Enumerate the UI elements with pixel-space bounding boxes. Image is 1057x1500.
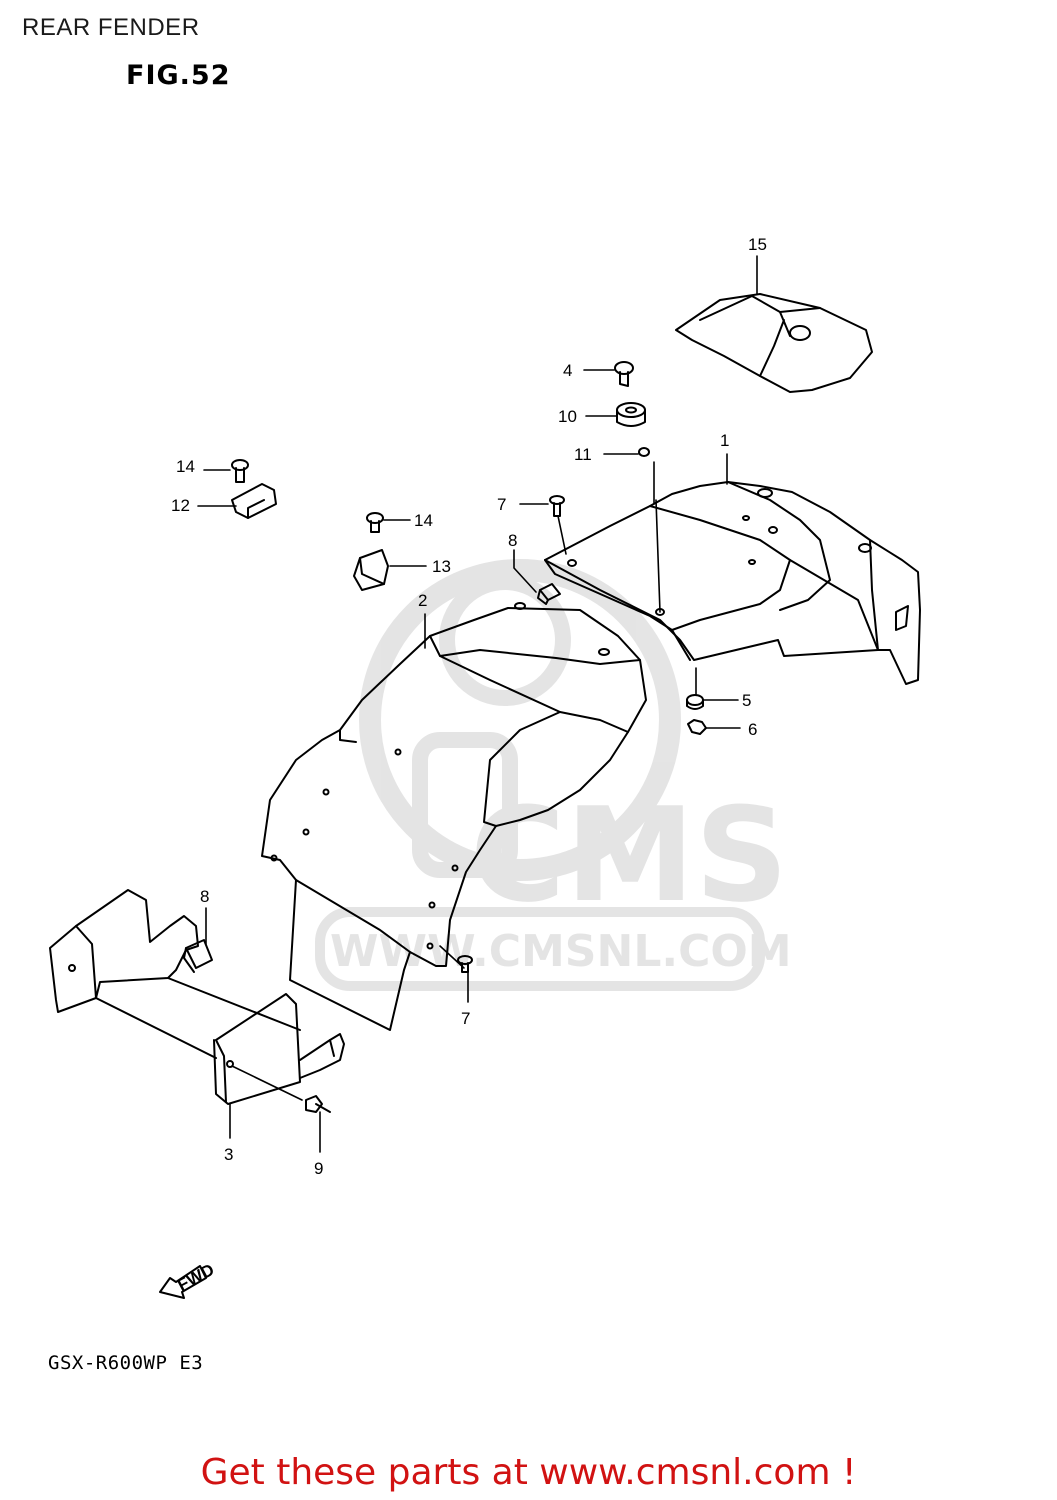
- callout-part-8-lower: 8: [200, 887, 209, 906]
- inner-fender-part-2: [261, 602, 647, 1031]
- watermark-url: WWW.CMSNL.COM: [330, 926, 792, 977]
- forward-arrow-label: FWD: [174, 1260, 217, 1295]
- callout-part-1: 1: [720, 431, 729, 450]
- nut-part-6: [687, 719, 707, 735]
- callout-part-12: 12: [171, 496, 190, 515]
- seat-cover-part-15: [675, 293, 873, 393]
- cushion-part-10: [616, 402, 646, 427]
- screw-part-14-left: [231, 459, 249, 483]
- watermark-brand: CMS: [470, 779, 788, 931]
- figure-label: FIG.52: [126, 60, 231, 91]
- callout-part-13: 13: [432, 557, 451, 576]
- page-title: REAR FENDER: [22, 14, 200, 41]
- screw-part-7-upper: [549, 495, 565, 517]
- callout-part-7-upper: 7: [497, 495, 506, 514]
- callout-part-7-lower: 7: [461, 1009, 470, 1028]
- clamp-part-12: [231, 483, 277, 519]
- screw-part-4: [614, 361, 634, 387]
- callout-part-14-middle: 14: [414, 511, 433, 530]
- callout-part-6: 6: [748, 720, 757, 739]
- bolt-part-9: [305, 1095, 331, 1113]
- collar-part-11: [638, 447, 650, 457]
- clamp-part-13: [353, 549, 389, 591]
- callout-part-5: 5: [742, 691, 751, 710]
- leader-lines: [197, 255, 758, 1153]
- callout-part-10: 10: [558, 407, 577, 426]
- clip-nut-part-8-lower: [183, 939, 213, 973]
- rear-fender-upper-part-1: [544, 481, 921, 685]
- callout-part-3: 3: [224, 1145, 233, 1164]
- model-code: GSX-R600WP E3: [48, 1352, 204, 1374]
- callout-part-4: 4: [563, 361, 572, 380]
- callout-part-14-left: 14: [176, 457, 195, 476]
- footer-promo-link[interactable]: Get these parts at www.cmsnl.com !: [200, 1452, 857, 1493]
- forward-arrow-icon: [159, 1265, 207, 1299]
- clip-nut-part-8-upper: [537, 583, 561, 605]
- callout-part-11: 11: [574, 445, 592, 464]
- callout-part-9: 9: [314, 1159, 323, 1178]
- splash-guard-part-3: [49, 889, 345, 1105]
- callout-part-8-upper: 8: [508, 531, 517, 550]
- screw-part-14-middle: [366, 512, 384, 533]
- callout-part-15: 15: [748, 235, 767, 254]
- watermark-logo: CMS WWW.CMSNL.COM: [315, 559, 792, 991]
- washer-part-5: [686, 694, 704, 710]
- callout-part-2: 2: [418, 591, 427, 610]
- screw-part-7-lower: [457, 955, 473, 973]
